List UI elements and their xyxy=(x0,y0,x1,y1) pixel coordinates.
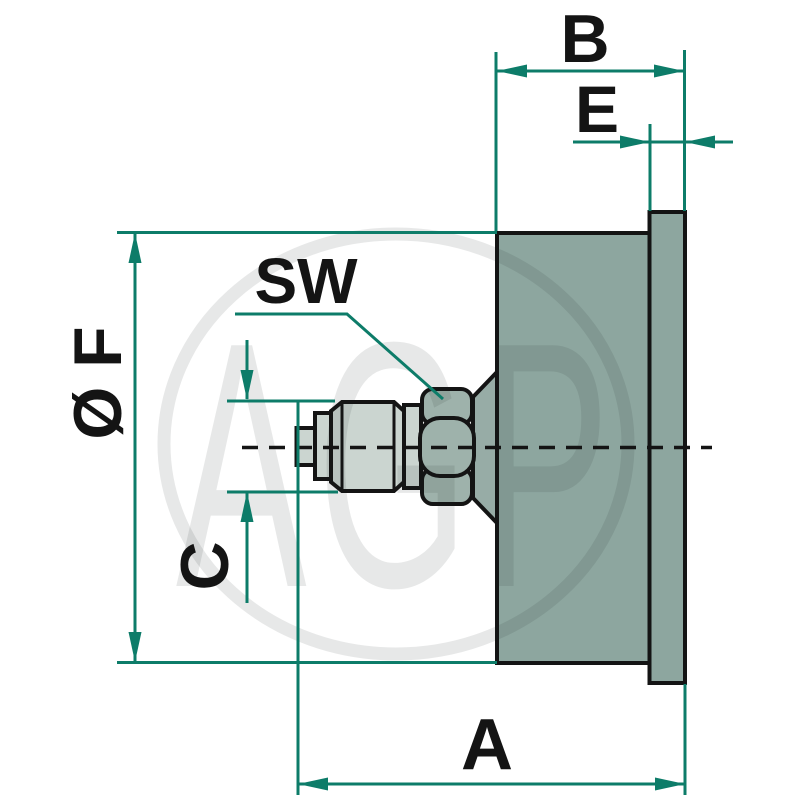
watermark: AGP xyxy=(157,227,635,661)
dim-a-label: A xyxy=(461,705,513,785)
dim-f-arrow-top xyxy=(128,233,142,263)
dim-b-label: B xyxy=(560,1,609,77)
dim-c-arrow-down xyxy=(240,370,254,400)
dimension-e: E xyxy=(573,72,733,211)
dim-f-arrow-bottom xyxy=(128,632,142,662)
dim-a-arrow-left xyxy=(298,777,328,791)
callout-sw: SW xyxy=(235,245,444,401)
dim-c-arrow-up xyxy=(240,492,254,522)
watermark-letters: AGP xyxy=(176,270,620,661)
sw-label: SW xyxy=(254,245,358,317)
dim-b-arrow-right xyxy=(654,64,684,78)
dim-e-label: E xyxy=(575,72,619,146)
dim-f-label: Ø F xyxy=(60,326,136,439)
sw-leader-line xyxy=(235,312,444,401)
dimension-c: C xyxy=(167,340,338,603)
dim-c-label: C xyxy=(167,541,243,590)
dim-a-arrow-right xyxy=(655,777,685,791)
dimension-diameter-f: Ø F xyxy=(60,231,497,664)
dimension-b: B xyxy=(494,1,686,231)
dim-b-arrow-left xyxy=(497,64,527,78)
dim-e-arrow-left xyxy=(620,135,650,149)
dim-e-arrow-right xyxy=(685,135,715,149)
dimension-a: A xyxy=(296,401,687,795)
